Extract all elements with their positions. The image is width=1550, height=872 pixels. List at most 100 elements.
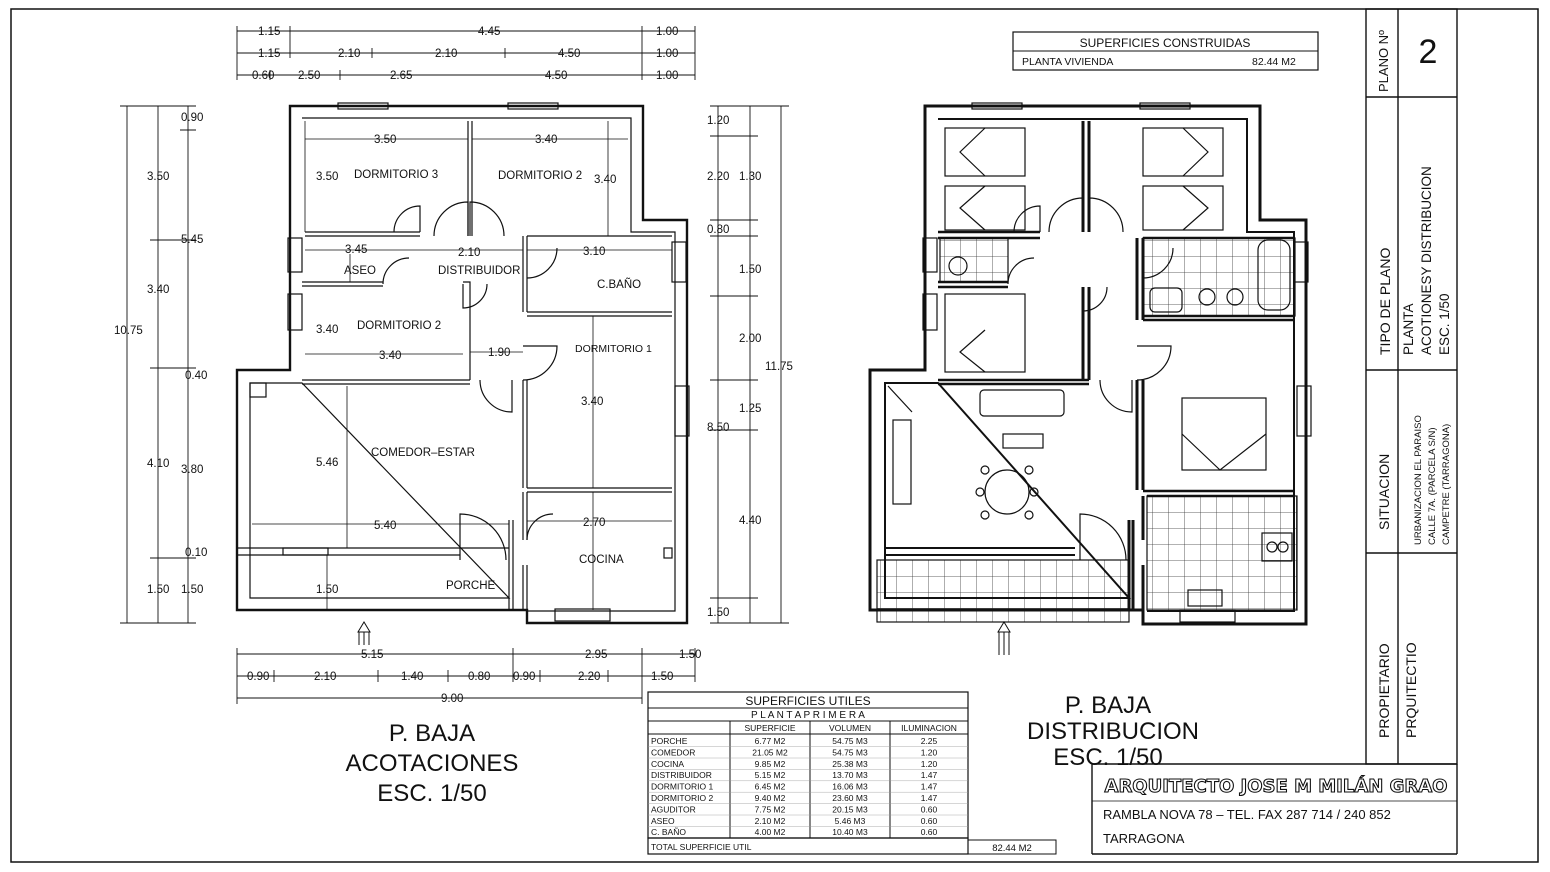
aseo-tiles	[939, 237, 1009, 283]
dim: 2.70	[583, 517, 605, 529]
table-cell: 21.05 M2	[752, 747, 788, 757]
dim: 4.50	[558, 48, 580, 60]
table-title: SUPERFICIES CONSTRUIDAS	[1080, 36, 1251, 50]
table-label: PLANTA VIVIENDA	[1022, 56, 1113, 68]
dim: 2.10	[338, 48, 360, 60]
situacion-value: URBANIZACION EL PARAISO	[1413, 415, 1424, 545]
dim: 2.10	[458, 247, 480, 259]
dim: 2.00	[739, 333, 761, 345]
dim: 1.00	[656, 70, 678, 82]
title-block	[1091, 8, 1458, 855]
dim: 0.60	[252, 70, 274, 82]
dim: 1.15	[258, 26, 280, 38]
dim: 0.80	[707, 224, 729, 236]
dim: 2.65	[390, 70, 412, 82]
dim: 3.50	[316, 171, 338, 183]
table-cell: 5.46 M3	[835, 816, 866, 826]
plan-distribucion	[868, 102, 1312, 655]
table-cell: 10.40 M3	[832, 827, 868, 837]
row-label: C. BAÑO	[651, 827, 686, 837]
table-cell: 23.60 M3	[832, 793, 868, 803]
room-label: C.BAÑO	[597, 278, 641, 291]
row-label: DISTRIBUIDOR	[651, 770, 712, 780]
dim: 4.50	[545, 70, 567, 82]
column-header: SUPERFICIE	[744, 723, 795, 733]
plan-acotaciones	[120, 26, 789, 704]
table-subtitle: P L A N T A P R I M E R A	[751, 710, 865, 721]
dim: 3.40	[535, 134, 557, 146]
dim: 0.90	[247, 671, 269, 683]
dim: 3.50	[374, 134, 396, 146]
table-cell: 5.15 M2	[755, 770, 786, 780]
architect-city: TARRAGONA	[1103, 831, 1185, 846]
dim: 8.50	[707, 422, 729, 434]
dim: 2.50	[298, 70, 320, 82]
dim: 1.20	[707, 115, 729, 127]
plan-title-line: ESC. 1/50	[377, 780, 486, 807]
dim: 0.90	[513, 671, 535, 683]
table-cell: 4.00 M2	[755, 827, 786, 837]
total-label: TOTAL SUPERFICIE UTIL	[651, 842, 752, 852]
built-surfaces-table: SUPERFICIES CONSTRUIDAS PLANTA VIVIENDA …	[1012, 31, 1319, 71]
dim: 1.15	[258, 48, 280, 60]
dim: 2.10	[435, 48, 457, 60]
propietario-label: PROPIETARIO	[1376, 643, 1392, 738]
room-label: DISTRIBUIDOR	[438, 265, 520, 277]
dim: 1.50	[147, 584, 169, 596]
dim: 3.40	[581, 396, 603, 408]
table-cell: 1.20	[921, 759, 938, 769]
room-label: ASEO	[344, 265, 376, 277]
architect-stamp: ARQUITECTO JOSE M MILÁN GRAO RAMBLA NOVA…	[1103, 774, 1448, 846]
room-label: COMEDOR–ESTAR	[371, 447, 475, 459]
row-label: DORMITORIO 2	[651, 793, 713, 803]
table-cell: 0.60	[921, 804, 938, 814]
table-value: 82.44 M2	[1252, 56, 1296, 68]
dim: 5.45	[181, 234, 203, 246]
plan-title-line: P. BAJA	[389, 720, 475, 747]
dim: 1.00	[656, 26, 678, 38]
plano-label: PLANO Nº	[1376, 30, 1391, 92]
architect-address: RAMBLA NOVA 78 – TEL. FAX 287 714 / 240 …	[1103, 807, 1391, 822]
room-label: COCINA	[579, 554, 624, 566]
column-header: ILUMINACION	[901, 723, 957, 733]
dim: 1.00	[656, 48, 678, 60]
room-label: DORMITORIO 2	[498, 170, 582, 182]
row-label: DORMITORIO 1	[651, 782, 713, 792]
tipo-value: PLANTA	[1401, 303, 1416, 355]
situacion-label: SITUACION	[1376, 454, 1392, 530]
table-cell: 25.38 M3	[832, 759, 868, 769]
dim: 0.90	[181, 112, 203, 124]
dim: 4.40	[739, 515, 761, 527]
dim: 10.75	[114, 325, 143, 337]
plano-number: 2	[1419, 33, 1438, 71]
situacion-value: CAMPETRE (TARRAGONA)	[1441, 424, 1452, 545]
dim: 2.20	[578, 671, 600, 683]
dim: 3.80	[181, 464, 203, 476]
table-cell: 7.75 M2	[755, 804, 786, 814]
tipo-value: ESC. 1/50	[1437, 293, 1452, 355]
dim: 1.50	[739, 264, 761, 276]
left-plan-title: P. BAJA ACOTACIONES ESC. 1/50	[346, 720, 519, 807]
propietario-value: PRQUITECTIO	[1403, 642, 1419, 738]
room-label: PORCHE	[446, 580, 496, 592]
porch-tiles	[876, 559, 1130, 623]
table-title: SUPERFICIES UTILES	[745, 694, 870, 708]
dim: 3.50	[147, 171, 169, 183]
table-cell: 0.60	[921, 816, 938, 826]
table-cell: 2.10 M2	[755, 816, 786, 826]
dim: 4.10	[147, 458, 169, 470]
table-cell: 1.47	[921, 793, 938, 803]
dim: 1.50	[181, 584, 203, 596]
table-cell: 6.45 M2	[755, 782, 786, 792]
dim: 1.50	[316, 584, 338, 596]
table-cell: 6.77 M2	[755, 736, 786, 746]
dim: 1.40	[401, 671, 423, 683]
plan-title-line: P. BAJA	[1065, 692, 1151, 719]
inner-dimensions: 3.50 3.50 3.40 3.40 3.45 2.10 3.10 3.40 …	[316, 134, 616, 596]
table-cell: 54.75 M3	[832, 747, 868, 757]
dim: 9.00	[441, 693, 463, 705]
dim: 3.40	[316, 324, 338, 336]
dim: 3.40	[594, 174, 616, 186]
